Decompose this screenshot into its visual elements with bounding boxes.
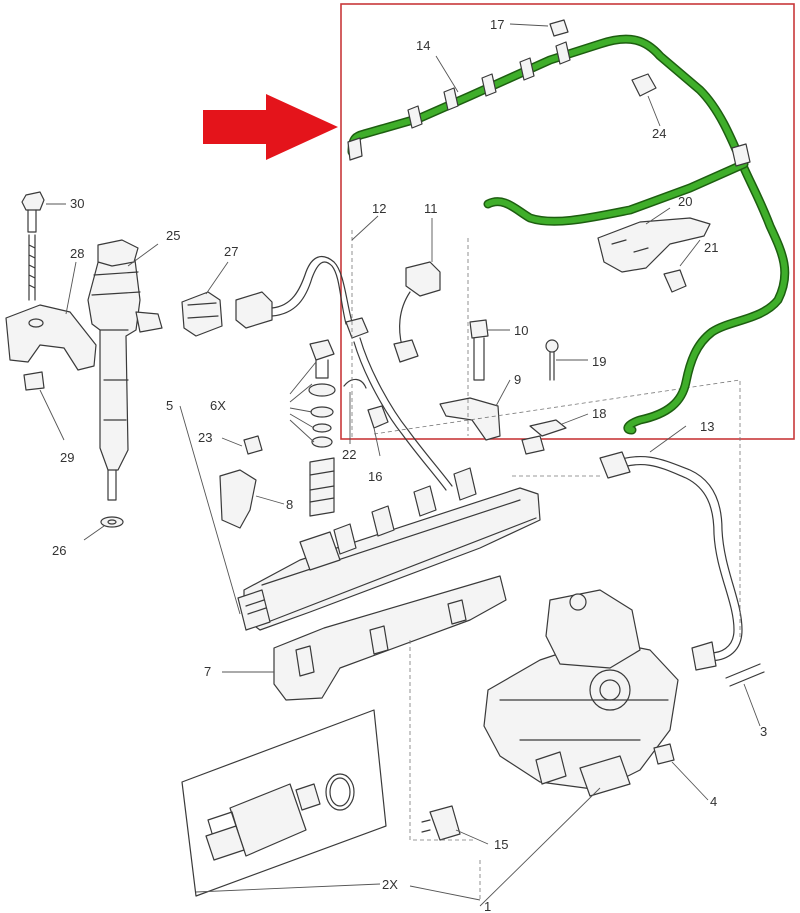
red-arrow-icon: [203, 94, 338, 160]
fuel-pump: [421, 589, 765, 841]
callout-12: 12: [372, 201, 386, 216]
callout-5: 5: [166, 398, 173, 413]
callout-15: 15: [494, 837, 508, 852]
small-parts: [243, 261, 567, 455]
callout-1: 1: [484, 899, 491, 913]
reference-lines: [351, 230, 741, 900]
injector-assembly: [5, 191, 163, 528]
callout-20: 20: [678, 194, 692, 209]
callout-14: 14: [416, 38, 430, 53]
callout-21: 21: [704, 240, 718, 255]
callout-22: 22: [342, 447, 356, 462]
callout-9: 9: [514, 372, 521, 387]
callout-11: 11: [424, 201, 438, 216]
callout-2x: 2X: [382, 877, 398, 892]
callout-23: 23: [198, 430, 212, 445]
callout-28: 28: [70, 246, 84, 261]
callout-16: 16: [368, 469, 382, 484]
callout-24: 24: [652, 126, 666, 141]
leader-lines: [39, 23, 761, 907]
callout-7: 7: [204, 664, 211, 679]
return-hose: [599, 451, 743, 671]
callout-8: 8: [286, 497, 293, 512]
callout-19: 19: [592, 354, 606, 369]
bracket-group: [549, 19, 711, 293]
callout-26: 26: [52, 543, 66, 558]
common-rail: [219, 467, 541, 631]
callout-29: 29: [60, 450, 74, 465]
callout-27: 27: [224, 244, 238, 259]
rail-bracket: [273, 575, 507, 701]
fitting-and-line: [181, 255, 453, 491]
callout-4: 4: [710, 794, 717, 809]
callout-10: 10: [514, 323, 528, 338]
highlighted-return-hose: [347, 34, 790, 435]
callout-labels: 30 28 29 25 27 26 12 11 14 17 24 20 21 1…: [52, 17, 767, 913]
callout-25: 25: [166, 228, 180, 243]
solenoid-inset: [181, 709, 387, 897]
highlight-box: [340, 3, 795, 440]
callout-18: 18: [592, 406, 606, 421]
callout-17: 17: [490, 17, 504, 32]
callout-3: 3: [760, 724, 767, 739]
callout-30: 30: [70, 196, 84, 211]
callout-6x: 6X: [210, 398, 226, 413]
callout-13: 13: [700, 419, 714, 434]
